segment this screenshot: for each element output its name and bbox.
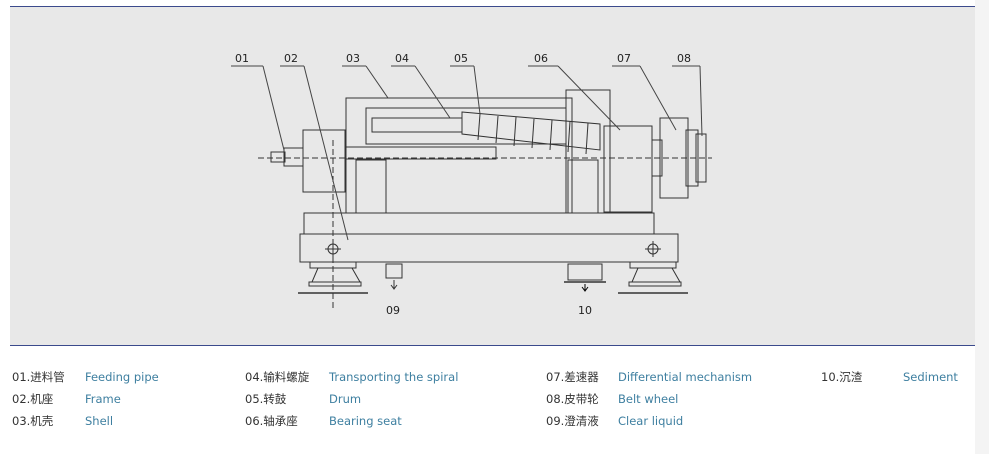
legend-item-label: Frame: [85, 392, 121, 406]
legend-item-number: 04.输料螺旋: [245, 370, 310, 384]
legend-column-1: 01.进料管 Feeding pipe 02.机座 Frame 03.机壳 Shell: [12, 366, 159, 432]
callout-06: 06: [534, 52, 548, 65]
right-foot: [618, 261, 688, 294]
legend-item-number: 08.皮带轮: [546, 392, 599, 406]
callout-03: 03: [346, 52, 360, 65]
callout-05: 05: [454, 52, 468, 65]
legend-item-label: Belt wheel: [618, 392, 679, 406]
legend-item-label: Clear liquid: [618, 414, 684, 428]
legend-item-number: 07.差速器: [546, 370, 599, 384]
callout-08: 08: [677, 52, 691, 65]
legend-item-number: 02.机座: [12, 392, 54, 406]
sediment-outlet: [564, 263, 606, 292]
left-bearing-block: [302, 129, 346, 193]
legend-item-label: Feeding pipe: [85, 370, 159, 384]
bearing-seat: [603, 125, 653, 213]
left-support: [355, 159, 387, 214]
callout-leaders: [231, 65, 703, 241]
spiral-shaft: [371, 117, 463, 133]
top-rule: [10, 6, 975, 7]
callout-09: 09: [386, 304, 400, 317]
frame-body: [303, 212, 655, 235]
callout-10: 10: [578, 304, 592, 317]
right-bolt-icon: [645, 241, 661, 257]
legend-column-4: 10.沉渣 Sediment: [821, 366, 958, 388]
callout-01: 01: [235, 52, 249, 65]
legend-column-2: 04.输料螺旋 Transporting the spiral 05.转鼓 Drum…: [245, 366, 458, 432]
legend-item-label: Drum: [329, 392, 362, 406]
coupling: [651, 139, 663, 177]
drum: [365, 107, 567, 145]
shell: [345, 97, 573, 214]
right-support: [567, 159, 599, 214]
legend-item-number: 01.进料管: [12, 370, 65, 384]
legend-item-number: 06.轴承座: [245, 414, 298, 428]
diagram-panel: [10, 7, 975, 345]
legend-item-label: Differential mechanism: [618, 370, 753, 384]
feeding-pipe: [270, 147, 304, 167]
legend-item-number: 05.转鼓: [245, 392, 287, 406]
legend-item-label: Transporting the spiral: [329, 370, 459, 384]
bottom-rule: [10, 345, 975, 346]
legend-item-label: Bearing seat: [329, 414, 402, 428]
callout-07: 07: [617, 52, 631, 65]
legend-item-number: 09.澄清液: [546, 414, 599, 428]
legend-item-label: Shell: [85, 414, 114, 428]
legend-item-label: Sediment: [903, 370, 958, 384]
legend-item-number: 03.机壳: [12, 414, 54, 428]
scrollbar-track[interactable]: [975, 0, 989, 454]
bearing-housing: [565, 89, 611, 214]
legend-column-3: 07.差速器 Differential mechanism 08.皮带轮 Belt …: [546, 366, 752, 432]
feed-tube: [345, 146, 497, 160]
spiral-blades: [477, 113, 589, 155]
legend-item-number: 10.沉渣: [821, 370, 863, 384]
callout-04: 04: [395, 52, 409, 65]
callout-02: 02: [284, 52, 298, 65]
clear-liquid-outlet: [385, 263, 403, 290]
conical-drum: [461, 111, 601, 151]
base-frame: [299, 233, 679, 263]
